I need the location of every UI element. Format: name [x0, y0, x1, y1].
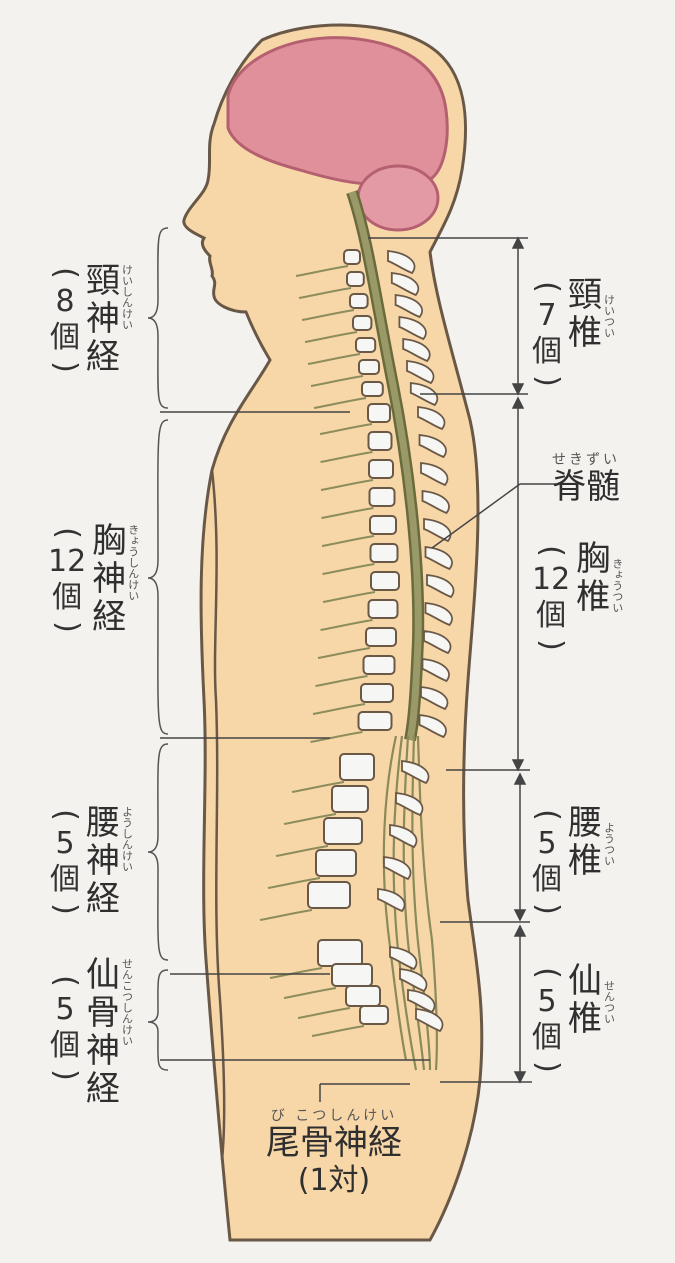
ruby-text: けいつい [603, 294, 616, 338]
count-value: 7 [537, 298, 556, 334]
name-column: 頸 椎 [568, 276, 602, 352]
label-thoracic-nerves: ( 12 個 ) 胸 神 経 きょうしんけい [48, 522, 139, 638]
ruby-column: きょうしんけい [127, 522, 139, 601]
vertebra [356, 338, 375, 352]
vertebra [366, 628, 396, 646]
name-column: 仙 骨 神 経 [86, 956, 120, 1108]
label-thoracic-vertebrae: ( 12 個 ) 胸 椎 きょうつい [532, 540, 623, 656]
count-value: 12 [48, 544, 86, 580]
coccygeal-count: (1対) [244, 1162, 424, 1200]
ruby-text: きょうつい [611, 558, 624, 613]
vertebra [371, 544, 398, 562]
vertebra [364, 656, 395, 674]
ruby-text: ようつい [603, 822, 616, 866]
count-unit: 個 [50, 1028, 80, 1064]
vertebra [346, 986, 380, 1006]
vertebra [369, 460, 393, 478]
vertebra [360, 1006, 388, 1024]
count-group: ( 8 個 ) [50, 262, 80, 378]
count-group: ( 5 個 ) [532, 804, 562, 920]
label-cervical-nerves: ( 8 個 ) 頸 神 経 けいしんけい [50, 262, 133, 378]
vertebra [369, 600, 398, 618]
vertebra [344, 250, 360, 264]
ruby-column: ようしんけい [121, 804, 133, 872]
cerebellum [358, 166, 438, 230]
count-unit: 個 [50, 862, 80, 898]
label-sacrum: ( 5 個 ) 仙 椎 せんつい [532, 962, 615, 1078]
name-column: 胸 神 経 [92, 522, 126, 636]
vertebra [362, 382, 383, 396]
vertebra [347, 272, 364, 286]
label-lumbar-vertebrae: ( 5 個 ) 腰 椎 ようつい [532, 804, 615, 920]
vertebra [371, 572, 399, 590]
vertebra [369, 432, 392, 450]
ruby-text: び こつしんけい [244, 1108, 424, 1124]
count-unit: 個 [532, 862, 562, 898]
ruby-text: けいしんけい [121, 264, 134, 330]
coccygeal-nerve-label: 尾骨神経 [244, 1124, 424, 1162]
count-value: 5 [55, 992, 74, 1028]
count-value: 5 [537, 984, 556, 1020]
spinal-cord-label: 脊髄 [552, 468, 620, 506]
name-column: 胸 椎 [576, 540, 610, 616]
label-sacral-nerves: ( 5 個 ) 仙 骨 神 経 せんこつしんけい [50, 956, 133, 1108]
vertebra [316, 850, 356, 876]
ruby-text: せんこつしんけい [121, 958, 134, 1046]
count-unit: 個 [50, 320, 80, 356]
count-group: ( 5 個 ) [532, 962, 562, 1078]
vertebra [324, 818, 362, 844]
count-unit: 個 [52, 580, 82, 616]
name-column: 腰 神 経 [86, 804, 120, 918]
vertebra [332, 964, 372, 986]
ruby-column: けいしんけい [121, 262, 133, 330]
count-value: 12 [532, 562, 570, 598]
vertebra [340, 754, 374, 780]
count-group: ( 5 個 ) [50, 804, 80, 920]
vertebra [359, 712, 392, 730]
count-value: 5 [55, 826, 74, 862]
label-lumbar-nerves: ( 5 個 ) 腰 神 経 ようしんけい [50, 804, 133, 920]
count-unit: 個 [532, 334, 562, 370]
vertebra [308, 882, 350, 908]
vertebra [318, 940, 362, 966]
vertebra [368, 404, 390, 422]
vertebra [370, 488, 395, 506]
count-value: 8 [55, 284, 74, 320]
count-group: ( 12 個 ) [532, 540, 570, 656]
ruby-column: ようつい [603, 804, 615, 866]
count-group: ( 7 個 ) [532, 276, 562, 392]
name-column: 頸 神 経 [86, 262, 120, 376]
ruby-column: せんこつしんけい [121, 956, 133, 1046]
ruby-column: けいつい [603, 276, 615, 338]
vertebra [361, 684, 393, 702]
ruby-text: せんつい [603, 980, 616, 1024]
count-group: ( 5 個 ) [50, 970, 80, 1086]
ruby-column: せんつい [603, 962, 615, 1024]
name-column: 仙 椎 [568, 962, 602, 1038]
vertebra [350, 294, 368, 308]
count-unit: 個 [532, 1020, 562, 1056]
label-cervical-vertebrae: ( 7 個 ) 頸 椎 けいつい [532, 276, 615, 392]
vertebra [332, 786, 368, 812]
vertebra [353, 316, 371, 330]
ruby-text: ようしんけい [121, 806, 134, 872]
label-coccygeal-nerve: び こつしんけい 尾骨神経 (1対) [244, 1108, 424, 1200]
count-value: 5 [537, 826, 556, 862]
ruby-text: きょうしんけい [127, 524, 140, 601]
vertebra [359, 360, 379, 374]
vertebra [370, 516, 396, 534]
count-unit: 個 [536, 598, 566, 634]
ruby-column: きょうつい [611, 540, 623, 613]
label-spinal-cord: せきずい 脊髄 [552, 452, 620, 506]
name-column: 腰 椎 [568, 804, 602, 880]
ruby-text: せきずい [552, 452, 620, 468]
count-group: ( 12 個 ) [48, 522, 86, 638]
